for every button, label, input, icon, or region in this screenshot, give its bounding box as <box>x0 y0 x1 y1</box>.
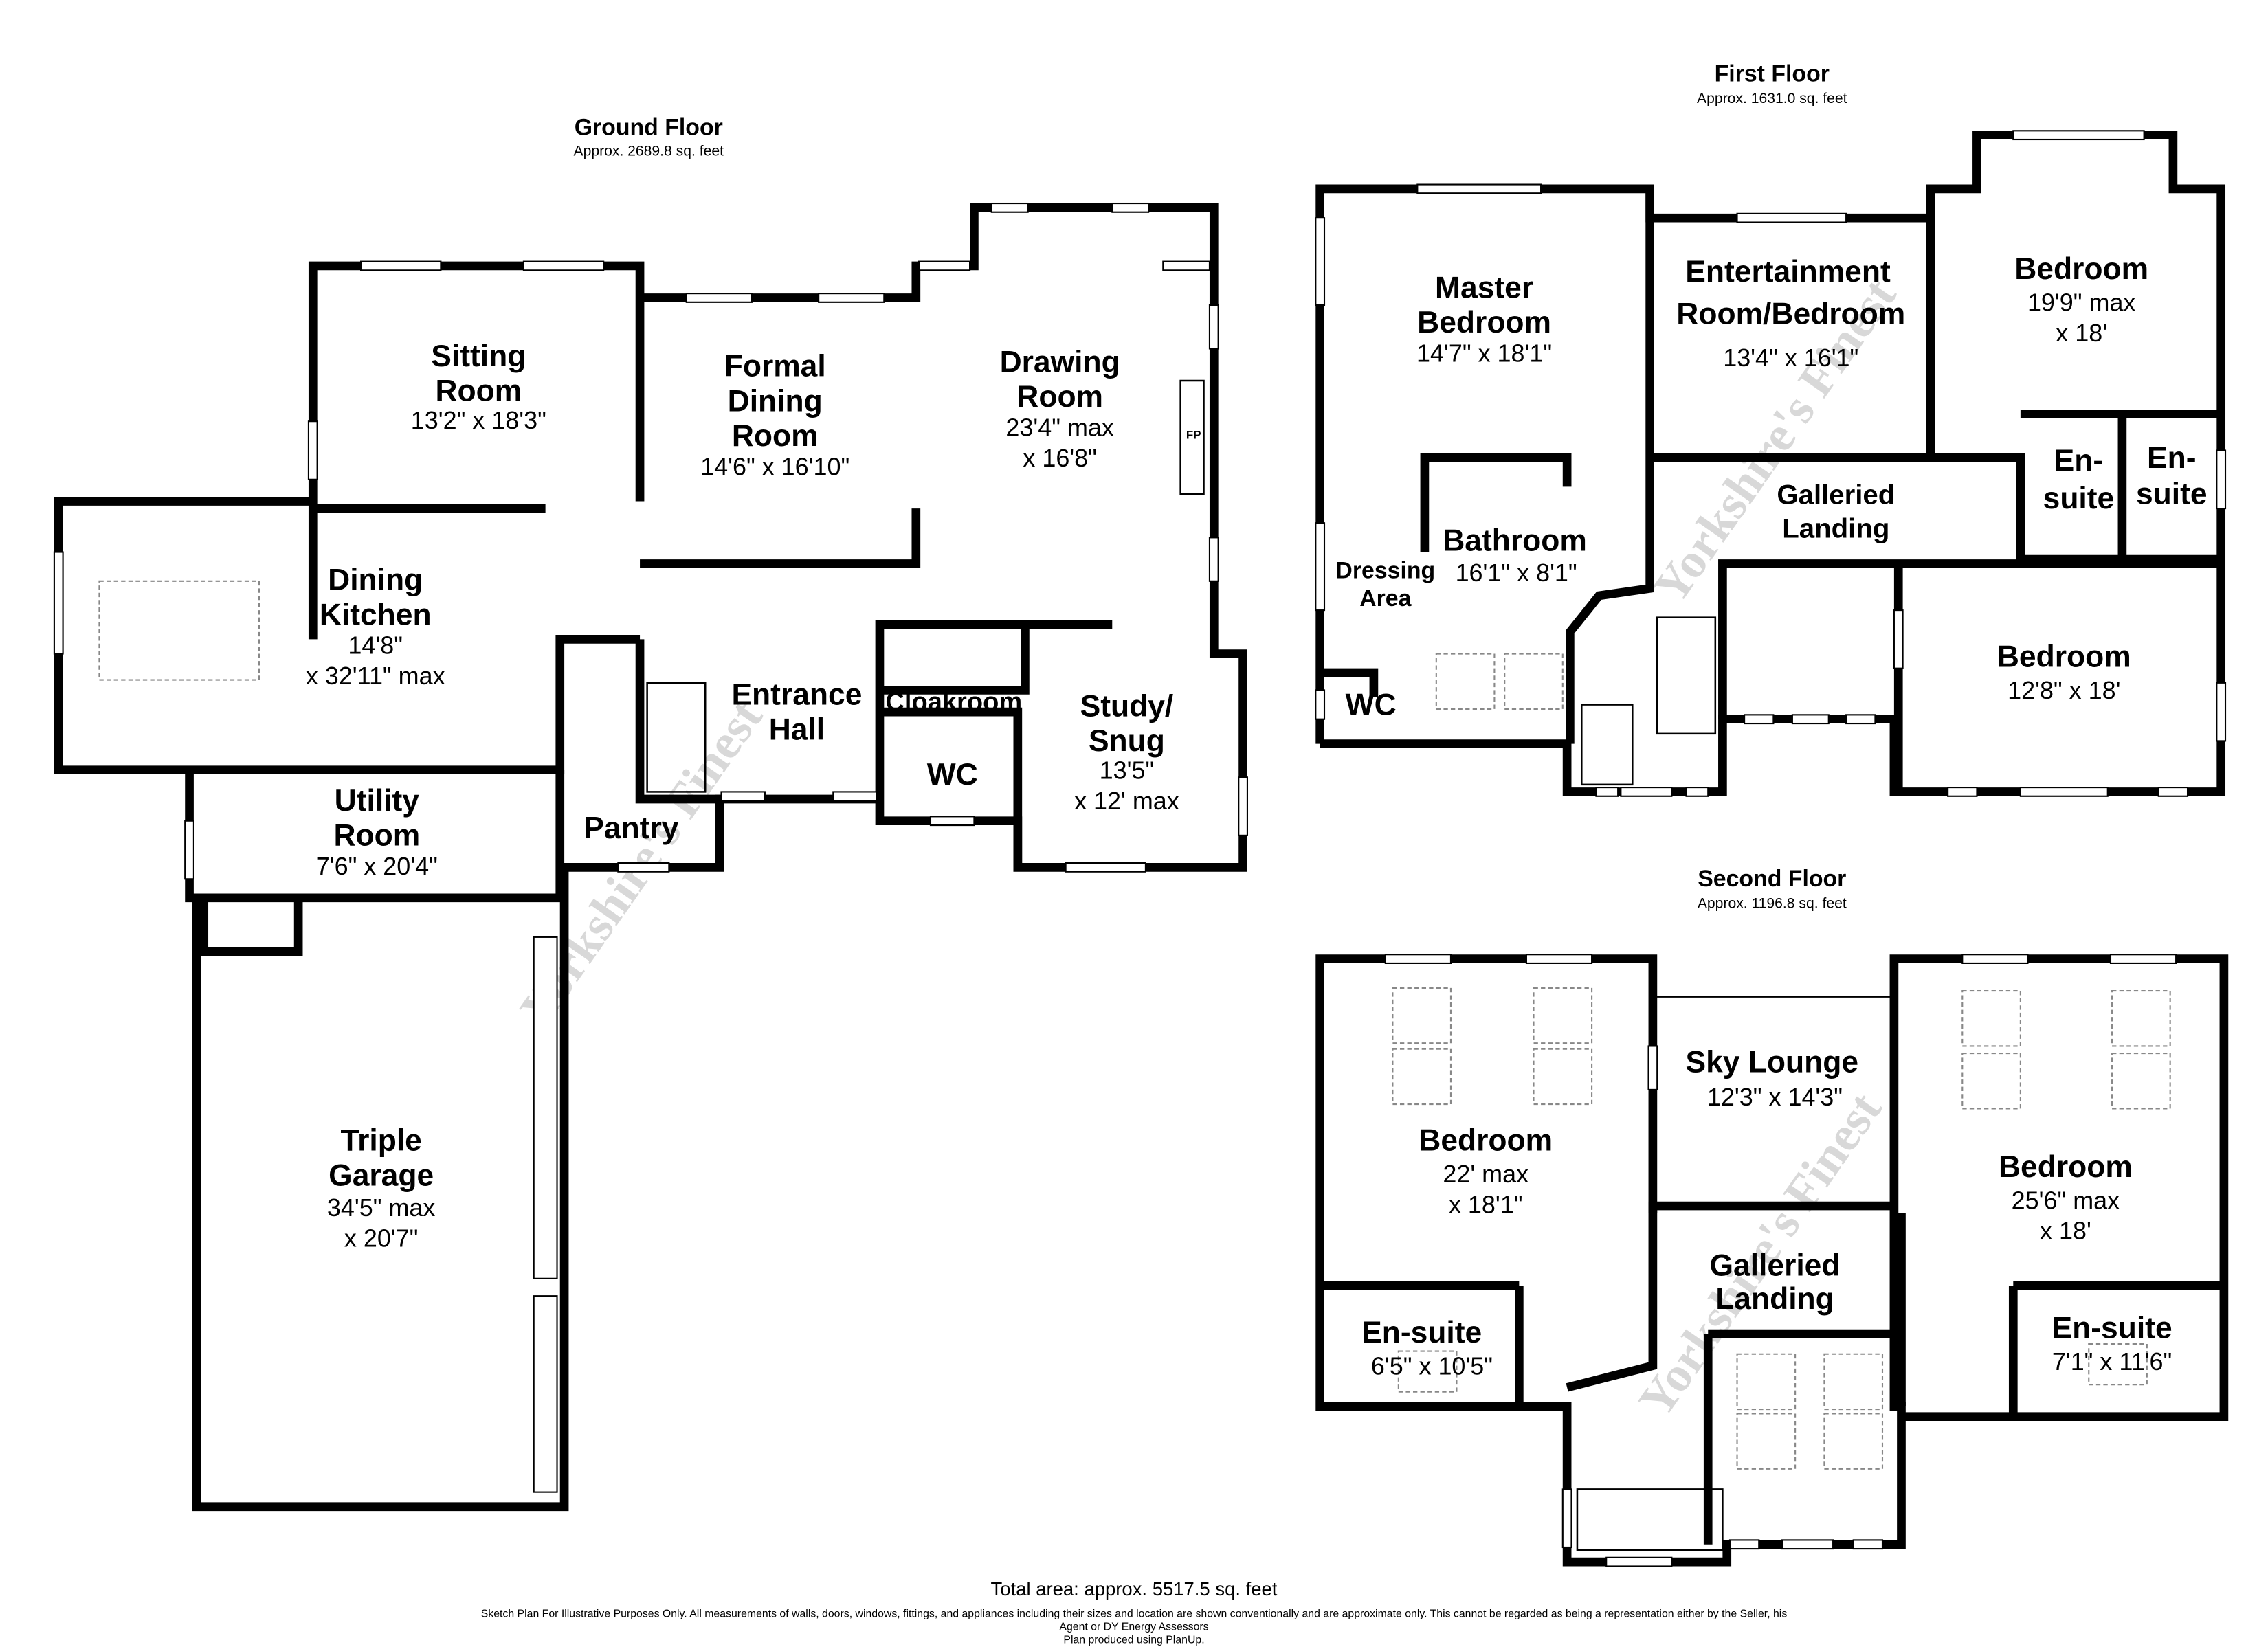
svg-text:14'6" x 16'10": 14'6" x 16'10" <box>700 452 849 480</box>
svg-text:14'7" x 18'1": 14'7" x 18'1" <box>1416 339 1552 368</box>
floor-area: Approx. 1196.8 sq. feet <box>1698 896 1847 912</box>
second-floor: Second Floor Approx. 1196.8 sq. feet <box>1315 866 2229 1567</box>
floor-title: Second Floor <box>1698 866 1846 892</box>
fireplace-label: FP <box>1186 429 1201 442</box>
disclaimer-agent: Agent or DY Energy Assessors <box>1059 1622 1208 1633</box>
disclaimer: Sketch Plan For Illustrative Purposes On… <box>481 1608 1788 1619</box>
svg-text:7'1" x 11'6": 7'1" x 11'6" <box>2052 1347 2172 1376</box>
svg-text:Bathroom: Bathroom <box>1443 524 1587 557</box>
walls <box>1315 130 2227 797</box>
svg-text:Study/Snug: Study/Snug <box>1080 689 1174 758</box>
svg-text:Bedroom: Bedroom <box>2014 252 2148 286</box>
room-pantry: Pantry <box>583 811 678 845</box>
svg-text:14'8"x 32'11" max: 14'8"x 32'11" max <box>306 631 445 690</box>
svg-text:Bedroom: Bedroom <box>1999 1150 2133 1184</box>
total-area: Total area: approx. 5517.5 sq. feet <box>991 1578 1278 1600</box>
walls <box>1315 954 2229 1567</box>
svg-text:WC: WC <box>1346 688 1397 721</box>
room-cloakroom: Cloakroom <box>885 688 1022 717</box>
room-sky-lounge: Sky Lounge 12'3" x 14'3" <box>1685 1046 1858 1112</box>
walls: FP <box>53 202 1248 1512</box>
plan-credit: Plan produced using PlanUp. <box>1063 1635 1204 1646</box>
svg-text:13'4" x 16'1": 13'4" x 16'1" <box>1723 344 1858 372</box>
svg-text:Bedroom: Bedroom <box>1419 1124 1553 1158</box>
floor-title: Ground Floor <box>575 115 723 141</box>
svg-text:WC: WC <box>927 758 978 792</box>
svg-text:Bedroom: Bedroom <box>1997 640 2131 674</box>
svg-text:En-suite: En-suite <box>2043 444 2115 515</box>
first-floor: First Floor Approx. 1631.0 sq. feet Mast… <box>1315 60 2227 797</box>
floor-title: First Floor <box>1715 60 1830 87</box>
room-en-suite: En-suite <box>2136 441 2208 511</box>
floor-area: Approx. 2689.8 sq. feet <box>574 143 724 159</box>
svg-text:6'5" x 10'5": 6'5" x 10'5" <box>1371 1351 1493 1380</box>
svg-text:En-suite: En-suite <box>2136 441 2208 511</box>
room-en-suite: En-suite <box>2043 444 2115 515</box>
svg-text:En-suite: En-suite <box>2052 1311 2172 1345</box>
svg-text:Cloakroom: Cloakroom <box>885 688 1022 717</box>
svg-text:12'8" x 18': 12'8" x 18' <box>2008 676 2120 704</box>
ground-floor: Ground Floor Approx. 2689.8 sq. feet F <box>53 115 1248 1512</box>
svg-text:13'2" x 18'3": 13'2" x 18'3" <box>411 406 546 434</box>
svg-text:Pantry: Pantry <box>583 811 678 845</box>
footer: Total area: approx. 5517.5 sq. feet Sket… <box>481 1578 1788 1646</box>
svg-text:Sky Lounge: Sky Lounge <box>1685 1046 1858 1079</box>
svg-text:7'6" x 20'4": 7'6" x 20'4" <box>316 852 438 880</box>
svg-text:13'5"x 12' max: 13'5"x 12' max <box>1074 756 1179 814</box>
svg-text:16'1" x 8'1": 16'1" x 8'1" <box>1456 559 1577 587</box>
room-wc: WC <box>1346 688 1397 721</box>
svg-text:En-suite: En-suite <box>1361 1316 1482 1349</box>
room-wc: WC <box>927 758 978 792</box>
floor-area: Approx. 1631.0 sq. feet <box>1697 91 1847 106</box>
svg-text:12'3" x 14'3": 12'3" x 14'3" <box>1707 1083 1843 1111</box>
